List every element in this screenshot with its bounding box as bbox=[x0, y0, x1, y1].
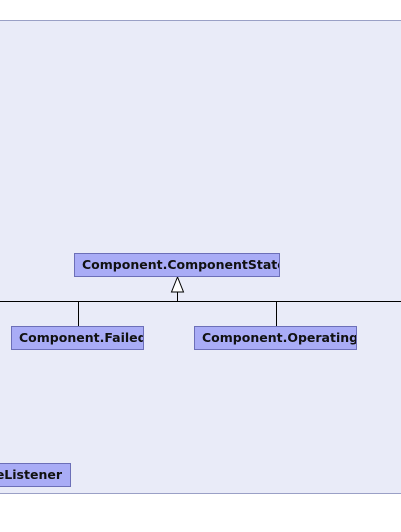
class-component-failed-label: Component.Failed bbox=[19, 330, 144, 345]
generalization-arrowhead-icon bbox=[170, 275, 185, 293]
class-component-operating-label: Component.Operating bbox=[202, 330, 357, 345]
class-component-state-label: Component.ComponentState bbox=[82, 257, 280, 272]
class-component-state[interactable]: Component.ComponentState bbox=[74, 253, 280, 277]
class-component-operating[interactable]: Component.Operating bbox=[194, 326, 357, 350]
class-component-failed[interactable]: Component.Failed bbox=[11, 326, 144, 350]
class-listener-partial-label: eListener bbox=[0, 467, 62, 482]
class-listener-partial[interactable]: eListener bbox=[0, 463, 71, 487]
